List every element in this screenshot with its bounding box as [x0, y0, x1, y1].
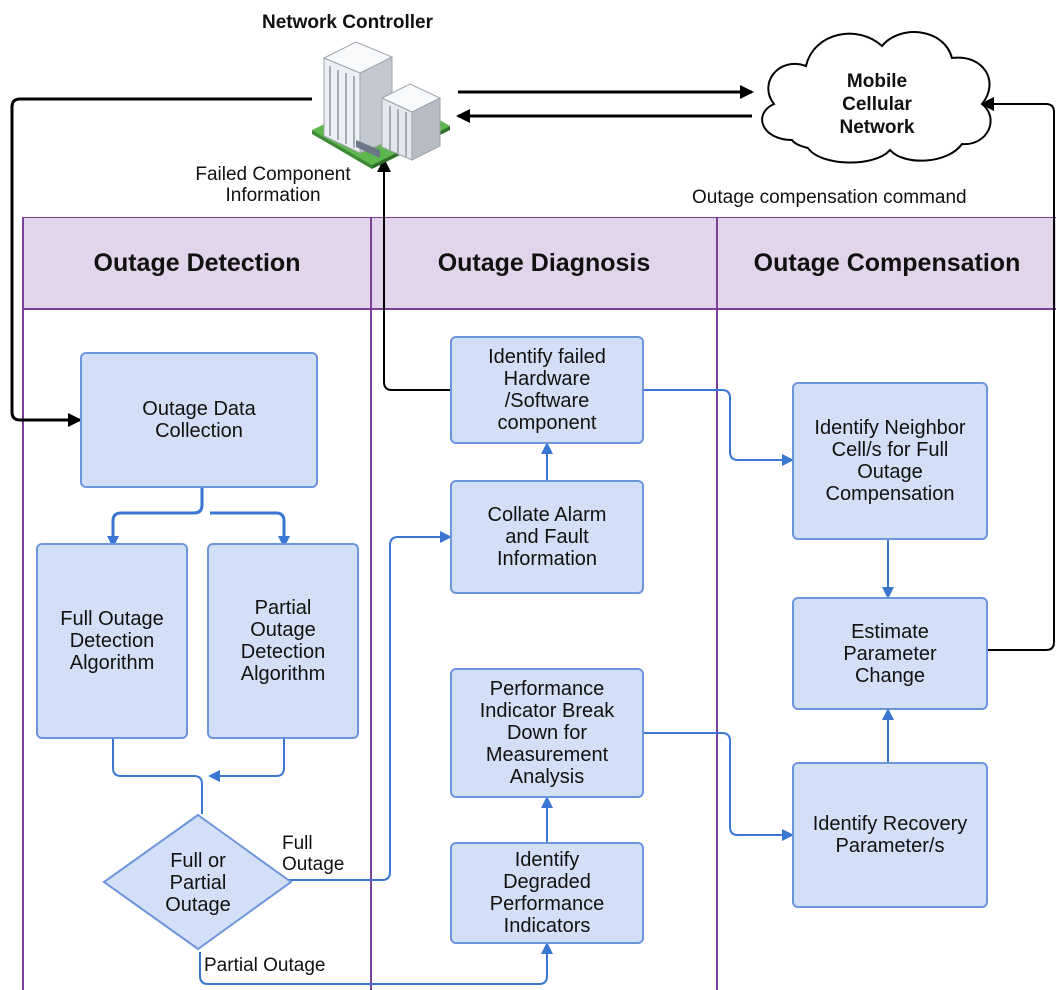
controller-to-data-collection-line: [10, 97, 312, 427]
lane-header-detection: Outage Detection: [24, 218, 370, 308]
decision-diamond-shape: [102, 813, 293, 951]
outage-data-collection-box: Outage Data Collection: [80, 352, 318, 488]
degraded-pi-text: Identify Degraded Performance Indicators: [489, 849, 605, 937]
full-outage-label: Full Outage: [282, 833, 345, 875]
pi-breakdown-text: Performance Indicator Break Down for Mea…: [479, 678, 615, 788]
outage-data-collection-text: Outage Data Collection: [142, 398, 256, 442]
collection-split-line: [111, 487, 286, 541]
lane-header-diagnosis: Outage Diagnosis: [372, 218, 716, 308]
lane-divider-2: [716, 217, 718, 990]
detection-merge-line: [112, 738, 285, 814]
estimate-parameter-text: Estimate Parameter Change: [843, 620, 937, 687]
neighbor-cells-box: Identify Neighbor Cell/s for Full Outage…: [792, 382, 988, 540]
lane-header-compensation: Outage Compensation: [718, 218, 1056, 308]
pi-breakdown-to-recovery-line: [644, 732, 794, 841]
lane-title-detection: Outage Detection: [93, 248, 301, 277]
identify-failed-to-neighbor-line: [644, 389, 794, 466]
decision-label: Full or Partial Outage: [165, 850, 231, 916]
partial-outage-detection-box: Partial Outage Detection Algorithm: [207, 543, 359, 739]
cloud-label: Mobile Cellular Network: [839, 71, 915, 138]
identify-failed-component-box: Identify failed Hardware /Software compo…: [450, 336, 644, 444]
lane-title-diagnosis: Outage Diagnosis: [437, 248, 651, 277]
building-icon: [312, 41, 450, 169]
partial-outage-label: Partial Outage: [204, 955, 326, 976]
recovery-parameter-box: Identify Recovery Parameter/s: [792, 762, 988, 908]
estimate-to-cloud-line: [980, 97, 1055, 651]
lane-title-compensation: Outage Compensation: [753, 248, 1021, 277]
lane-left-border: [22, 217, 24, 990]
failed-component-to-controller-line: [377, 158, 450, 391]
cloud-icon: [761, 31, 992, 164]
collate-alarm-text: Collate Alarm and Fault Information: [487, 504, 607, 570]
estimate-parameter-box: Estimate Parameter Change: [792, 597, 988, 710]
failed-component-label: Failed Component Information: [195, 164, 351, 206]
degraded-pi-box: Identify Degraded Performance Indicators: [450, 842, 644, 944]
lane-header-bottom-border: [22, 308, 1056, 310]
recovery-parameter-text: Identify Recovery Parameter/s: [812, 813, 968, 857]
lane-divider-1: [370, 217, 372, 990]
network-controller-title: Network Controller: [262, 12, 434, 33]
identify-failed-component-text: Identify failed Hardware /Software compo…: [488, 346, 606, 434]
partial-outage-detection-text: Partial Outage Detection Algorithm: [240, 597, 326, 685]
pi-breakdown-box: Performance Indicator Break Down for Mea…: [450, 668, 644, 798]
collate-alarm-box: Collate Alarm and Fault Information: [450, 480, 644, 594]
partial-outage-to-degraded-line: [199, 942, 553, 985]
full-outage-detection-text: Full Outage Detection Algorithm: [60, 608, 164, 674]
full-outage-detection-box: Full Outage Detection Algorithm: [36, 543, 188, 739]
full-outage-to-collate-line: [285, 531, 452, 881]
neighbor-cells-text: Identify Neighbor Cell/s for Full Outage…: [814, 417, 966, 505]
compensation-command-label: Outage compensation command: [692, 187, 967, 208]
